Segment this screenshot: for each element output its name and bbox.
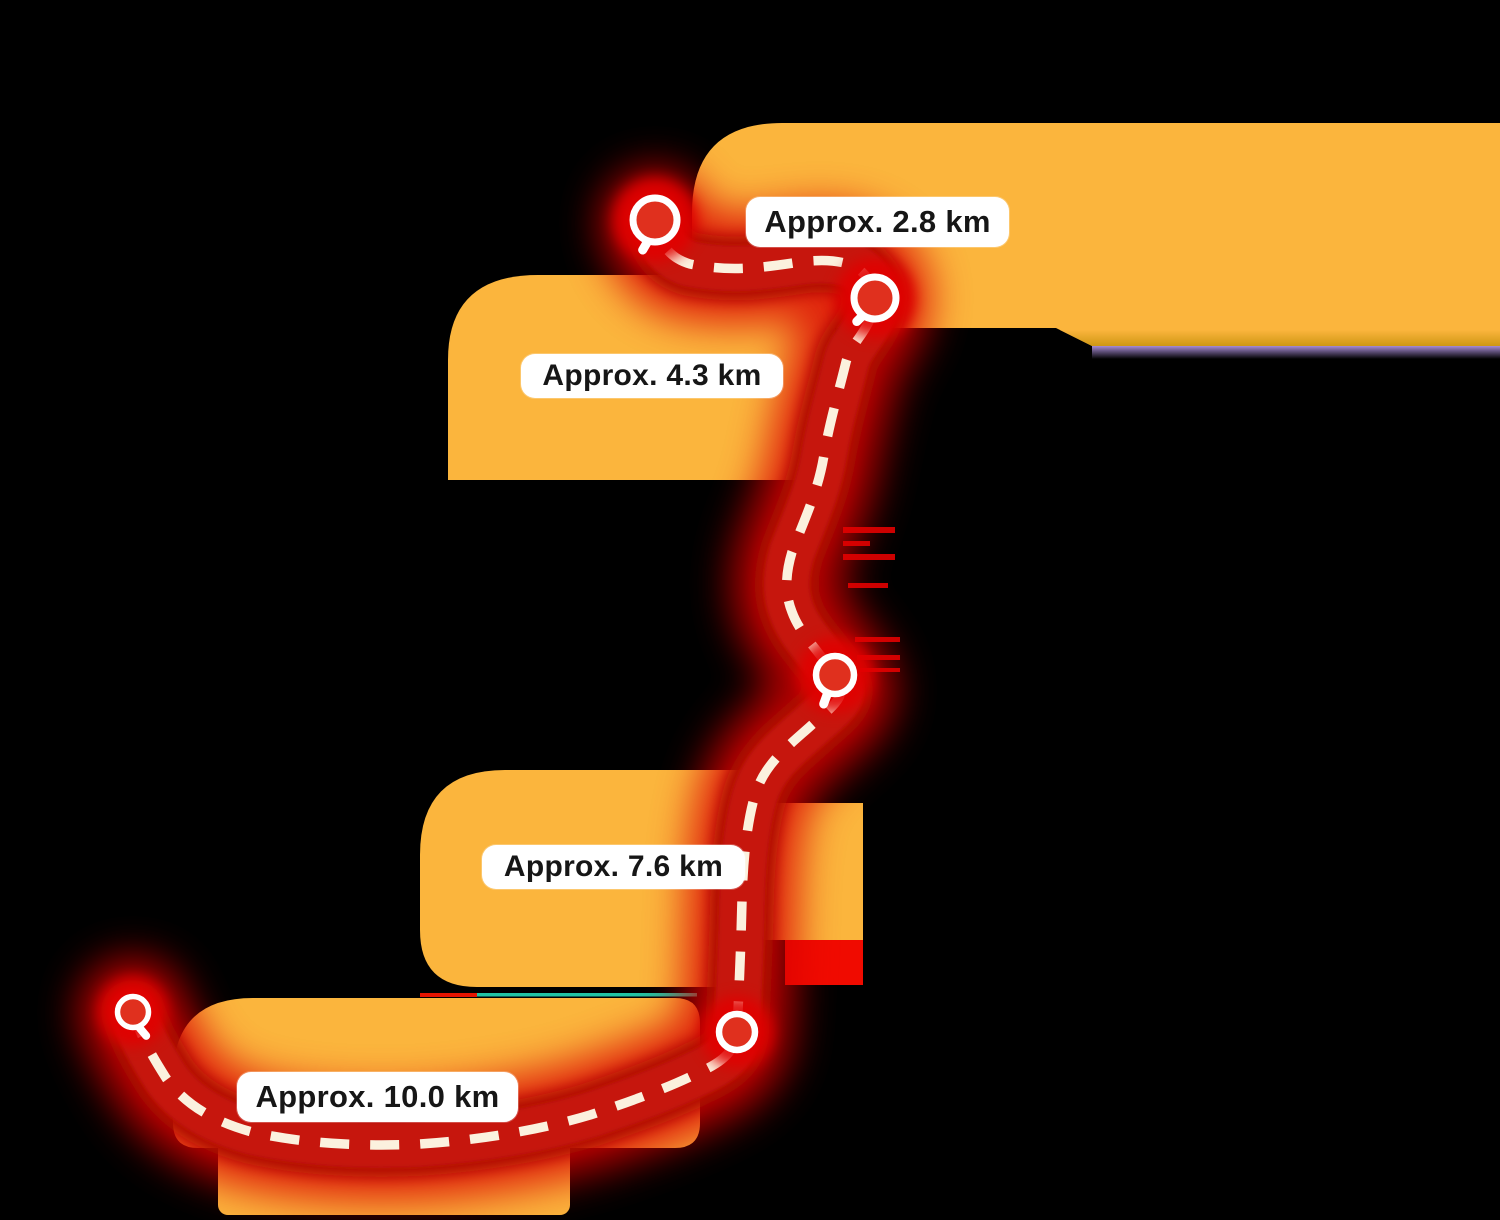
purple-boundary-strip xyxy=(1092,346,1500,359)
teal-feature-line xyxy=(477,993,697,997)
distance-label-text: Approx. 10.0 km xyxy=(255,1079,500,1114)
distance-label-10-0km: Approx. 10.0 km xyxy=(237,1072,518,1122)
distance-label-4-3km: Approx. 4.3 km xyxy=(521,354,783,398)
region-top-right-shade xyxy=(1060,330,1500,346)
distance-label-text: Approx. 2.8 km xyxy=(764,204,991,239)
distance-label-text: Approx. 4.3 km xyxy=(542,359,762,392)
waypoint-marker-1 xyxy=(629,194,681,255)
red-feature-line xyxy=(420,993,477,997)
waypoint-marker-3 xyxy=(812,652,858,709)
distance-label-text: Approx. 7.6 km xyxy=(503,850,724,883)
red-feature-block xyxy=(785,940,863,985)
waypoint-marker-2 xyxy=(850,273,900,327)
waypoint-markers xyxy=(99,178,915,1068)
waypoint-marker-4 xyxy=(715,1010,759,1054)
waypoint-marker-5 xyxy=(114,993,152,1040)
distance-label-2-8km: Approx. 2.8 km xyxy=(746,197,1009,247)
distance-label-7-6km: Approx. 7.6 km xyxy=(482,845,745,889)
glow-scanline-artifacts xyxy=(843,527,900,672)
